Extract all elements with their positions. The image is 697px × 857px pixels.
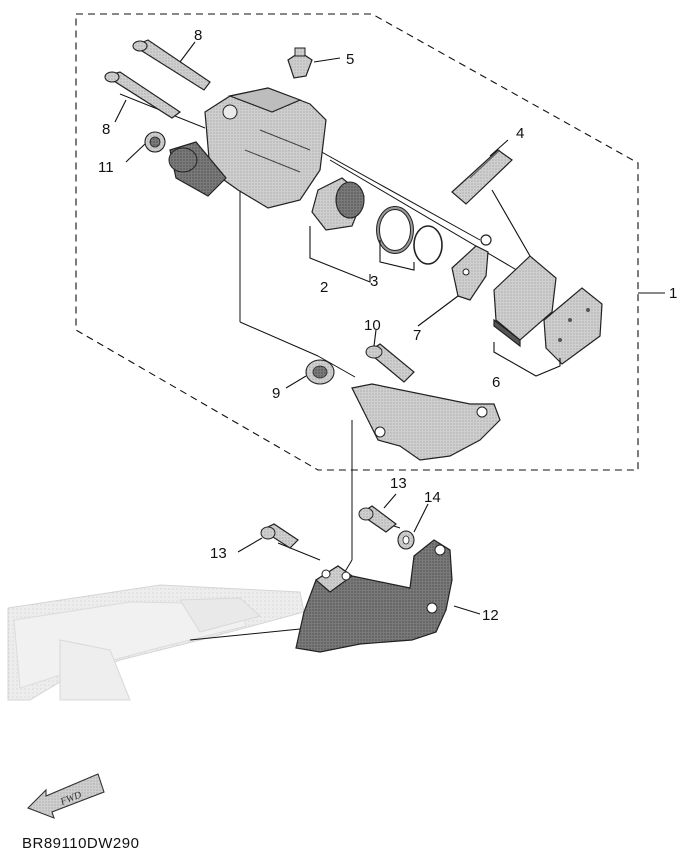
callout-1: 1 — [669, 285, 677, 302]
bleed-valve-5 — [287, 47, 313, 79]
callout-10: 10 — [364, 317, 381, 334]
callout-2: 2 — [320, 279, 328, 296]
boot-9 — [305, 359, 335, 385]
bolt-8-upper — [132, 39, 211, 91]
callout-8-lower: 8 — [102, 121, 110, 138]
callout-9: 9 — [272, 385, 280, 402]
cap-11 — [144, 131, 166, 153]
brake-pads-6 — [493, 255, 603, 365]
callout-8-upper: 8 — [194, 27, 202, 44]
washer-14 — [397, 530, 415, 550]
callout-13-left: 13 — [210, 545, 227, 562]
bolt-13-right — [358, 505, 397, 533]
bolt-13-left — [260, 523, 299, 549]
callout-4: 4 — [516, 125, 524, 142]
bolt-8-lower — [104, 71, 182, 119]
swingarm-ghost — [7, 584, 305, 701]
callout-5: 5 — [346, 51, 354, 68]
seals-3 — [376, 206, 443, 265]
sleeve-10 — [365, 343, 415, 383]
caliper-bracket — [351, 383, 501, 461]
callout-14: 14 — [424, 489, 441, 506]
assembly-boundary — [75, 13, 639, 471]
callout-3: 3 — [370, 273, 378, 290]
shim-4 — [451, 149, 513, 205]
bracket-12 — [295, 539, 453, 653]
fwd-arrow-icon: FWD — [27, 773, 105, 819]
caliper-body — [168, 87, 327, 209]
callout-leaders — [114, 41, 665, 615]
callout-13-right: 13 — [390, 475, 407, 492]
callout-6: 6 — [492, 374, 500, 391]
diagram-code: BR89110DW290 — [22, 835, 139, 852]
callout-numbers: 1 2 3 4 5 6 7 8 8 9 10 11 12 13 13 14 — [98, 27, 677, 624]
callout-12: 12 — [482, 607, 499, 624]
callout-7: 7 — [413, 327, 421, 344]
pad-spring-7 — [451, 234, 492, 301]
piston-2 — [311, 177, 365, 231]
callout-11: 11 — [98, 159, 114, 176]
